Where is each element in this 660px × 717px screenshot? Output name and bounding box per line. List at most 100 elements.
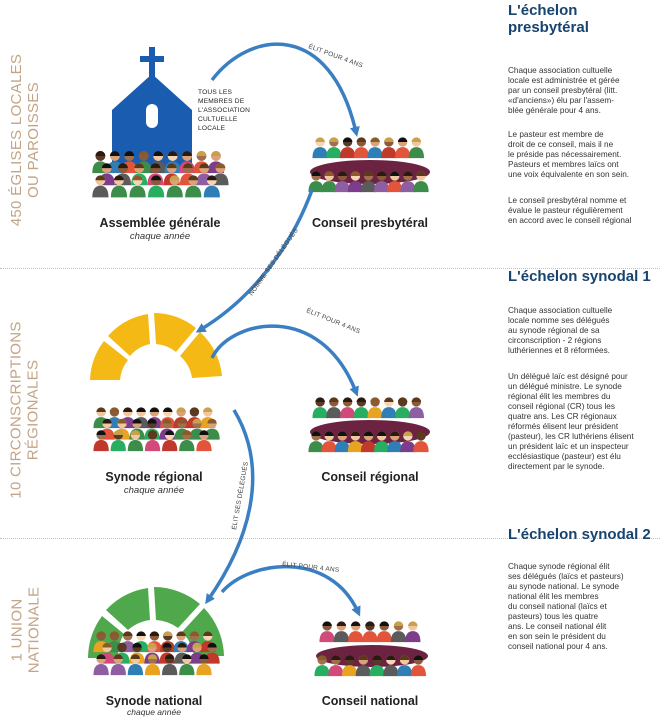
crowd-person (144, 654, 161, 676)
council-person (339, 397, 356, 419)
crowd-person (127, 654, 144, 676)
crowd-person (93, 654, 109, 676)
section-title-synodal-1: L'échelon synodal 1 (508, 268, 651, 285)
council-person (400, 171, 416, 193)
council-person (413, 171, 429, 193)
council-person (326, 397, 342, 419)
crowd-person (92, 175, 109, 198)
council-person (390, 621, 407, 643)
crowd-person (162, 654, 178, 676)
node-sub-synode-regional: chaque année (123, 485, 185, 496)
council-person (333, 621, 350, 643)
synode-regional-fan-icon (90, 313, 222, 380)
council-person (394, 137, 411, 159)
council-person (321, 171, 337, 193)
arrow-label-nomme: NOMME SES DÉLÉGUÉS (246, 226, 300, 298)
crowd-person (196, 430, 212, 452)
council-person (367, 397, 383, 419)
crowd-person (93, 430, 109, 452)
crowd-person (204, 642, 220, 664)
council-person (410, 655, 426, 677)
arrow-elit-presbyteral (210, 42, 360, 137)
council-person (348, 621, 364, 643)
arrow-label-elit-1: ÉLIT POUR 4 ANS (307, 41, 364, 69)
crowd-person (148, 175, 165, 198)
arrow-elit-national (220, 565, 361, 617)
council-person (347, 171, 364, 193)
crowd-person (127, 430, 144, 452)
arrow-elit-delegues (205, 409, 255, 605)
node-title-conseil-regional: Conseil régional (321, 470, 419, 484)
council-person (341, 655, 358, 677)
council-person (376, 621, 392, 643)
diagram-canvas: ÉLIT POUR 4 ANS NOMME SES DÉLÉGUÉS ÉLIT … (88, 41, 430, 677)
node-title-conseil-national: Conseil national (321, 694, 419, 708)
council-person (360, 431, 377, 453)
council-person (326, 137, 342, 159)
council-person (339, 137, 356, 159)
church-icon (112, 47, 192, 168)
council-person (308, 431, 324, 453)
council-person (381, 397, 397, 419)
crowd-person (110, 654, 126, 676)
council-person (321, 431, 337, 453)
node-title-synode-national: Synode national (105, 694, 203, 708)
council-person (334, 431, 350, 453)
crowd-person (144, 430, 161, 452)
crowd-person (110, 175, 128, 198)
conseil-national-table-icon (316, 645, 428, 667)
crowd-person (185, 175, 202, 198)
arrow-nomme-delegues (195, 189, 314, 333)
arrow-label-elit-2: ÉLIT POUR 4 ANS (305, 306, 362, 336)
crowd-person (129, 175, 146, 198)
council-person (319, 621, 335, 643)
crowd-person (212, 163, 229, 186)
council-person (394, 397, 411, 419)
council-person (374, 171, 390, 193)
council-person (400, 431, 416, 453)
crowd-person (196, 654, 212, 676)
node-sub-assemblee: chaque année (129, 231, 191, 242)
crowd-person (179, 654, 195, 676)
council-person (408, 397, 424, 419)
node-title-synode-regional: Synode régional (105, 470, 203, 484)
council-person (408, 137, 424, 159)
council-person (374, 431, 390, 453)
council-person (362, 621, 378, 643)
council-person (347, 431, 364, 453)
separator-1 (0, 268, 660, 269)
council-person (355, 655, 371, 677)
council-person (381, 137, 397, 159)
council-person (396, 655, 413, 677)
council-person (383, 655, 399, 677)
crowd-person (110, 430, 126, 452)
council-person (334, 171, 350, 193)
council-person (308, 171, 324, 193)
council-person (367, 137, 383, 159)
council-person (312, 397, 328, 419)
council-person (405, 621, 421, 643)
council-person (387, 171, 403, 193)
council-person (369, 655, 385, 677)
council-person (413, 431, 429, 453)
crowd-person (203, 175, 220, 198)
node-title-conseil-presbyteral: Conseil presbytéral (311, 216, 428, 230)
council-person (314, 655, 330, 677)
crowd-person (179, 430, 195, 452)
church-caption: TOUS LES MEMBRES DE L'ASSOCIATION CULTUE… (198, 89, 251, 132)
separator-2 (0, 538, 660, 539)
council-person (353, 397, 369, 419)
node-title-assemblee: Assemblée générale (99, 216, 221, 230)
council-person (328, 655, 344, 677)
crowd-person (204, 418, 220, 440)
crowd-person (166, 175, 183, 198)
council-person (312, 137, 328, 159)
council-person (387, 431, 403, 453)
